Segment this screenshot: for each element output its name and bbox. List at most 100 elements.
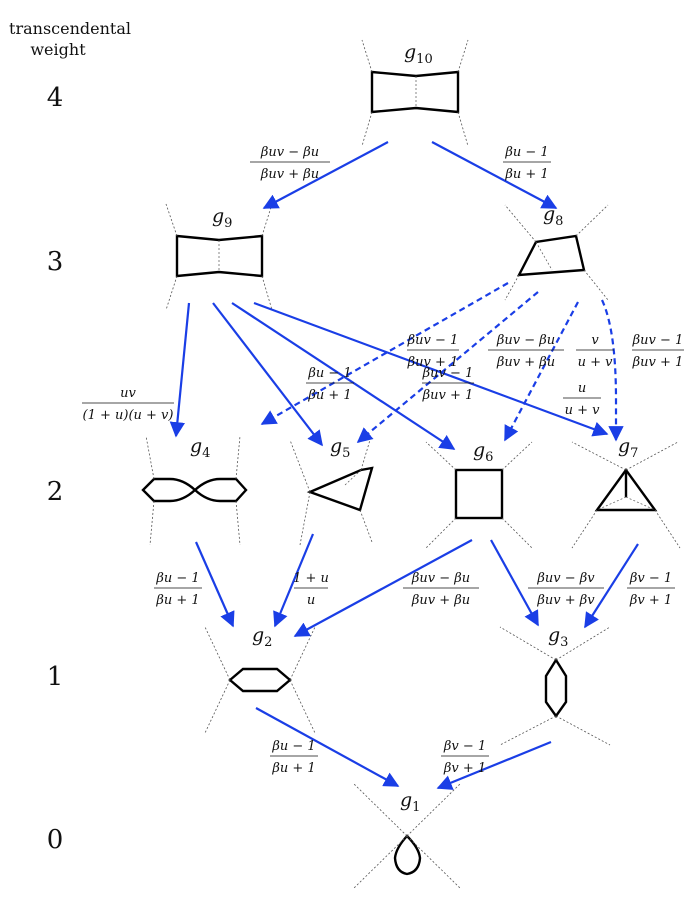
edge-g10-g8 [431,141,558,209]
svg-text:βuv − 1: βuv − 1 [422,366,474,381]
label-g10-g8: βu − 1 βu + 1 [503,145,551,182]
label-g8-g6: v u + v [576,333,614,370]
svg-text:uv: uv [120,386,136,401]
g3-vertical-bubble-diagram [544,657,568,719]
svg-text:βuv + βv: βuv + βv [536,593,595,608]
g4-right-bubble-diagram [193,477,248,503]
node-g3-name: g3 [548,624,568,650]
g6-box-diagram [454,468,504,520]
svg-text:βu − 1: βu − 1 [155,571,199,586]
header-line-1: transcendental [9,19,131,38]
edge-g8-g7 [601,299,624,442]
node-g6-name: g6 [473,439,493,465]
node-g7: g7 [571,435,681,549]
svg-text:βv + 1: βv + 1 [629,593,672,608]
label-g10-g9: βuv − βu βuv + βu [250,145,330,182]
node-g2-name: g2 [252,624,272,650]
g5-triangle-diagram [306,466,374,512]
label-g9-g7: u u + v [563,381,601,418]
weight-3-label: 3 [47,247,64,277]
g8-pentagon-diagram [516,234,586,277]
svg-text:βu − 1: βu − 1 [504,145,548,160]
svg-text:βuv + 1: βuv + 1 [407,355,459,370]
svg-text:βuv − βu: βuv − βu [411,571,470,586]
label-g5-g2: 1 + u u [293,571,329,608]
svg-text:u: u [578,381,586,396]
svg-text:βuv − βv: βuv − βv [536,571,595,586]
node-g9-name: g9 [212,205,232,231]
label-g8-g7: βuv − 1 βuv + 1 [632,333,684,370]
node-g10: g10 [361,39,469,147]
svg-text:βuv + 1: βuv + 1 [422,388,474,403]
node-g2: g2 [204,624,316,734]
node-g5-name: g5 [330,435,350,461]
weight-0-label: 0 [47,825,64,855]
edge-g3-g1 [436,740,552,790]
label-g9-g5: βu − 1 βu + 1 [306,366,354,403]
node-g9: g9 [165,203,273,311]
node-g6: g6 [425,439,533,549]
svg-text:βuv + βu: βuv + βu [496,355,555,370]
edge-g8-g5 [356,291,539,443]
edge-g2-g1 [255,707,400,787]
svg-text:βv + 1: βv + 1 [443,761,486,776]
svg-text:βuv − 1: βuv − 1 [632,333,684,348]
node-g8: g8 [504,203,609,301]
label-g6-g3: βuv − βv βuv + βv [528,571,604,608]
node-g1-name: g1 [400,789,420,815]
svg-text:v: v [591,333,599,348]
edge-g6-g2 [293,539,473,637]
svg-text:βu + 1: βu + 1 [504,167,548,182]
label-g8-g5: βuv − βu βuv + βu [488,333,564,370]
g7-triangle-diagram [594,467,658,512]
label-g9-g6: βuv − 1 βuv + 1 [422,366,474,403]
svg-text:u: u [307,593,315,608]
label-g2-g1: βu − 1 βu + 1 [270,739,318,776]
node-g4: g4 [141,435,248,546]
g4-left-bubble-diagram [141,477,197,503]
svg-text:βuv − βu: βuv − βu [260,145,319,160]
svg-text:βuv − βu: βuv − βu [496,333,555,348]
svg-text:βu − 1: βu − 1 [307,366,351,381]
label-g3-g1: βv − 1 βv + 1 [441,739,489,776]
svg-text:βuv + βu: βuv + βu [411,593,470,608]
edge-g8-g4 [260,282,509,425]
svg-text:(1 + u)(u + v): (1 + u)(u + v) [83,408,174,423]
edge-g9-g5 [212,302,323,447]
node-g3: g3 [499,624,611,746]
header-line-2: weight [30,40,86,59]
edge-g10-g9 [262,141,389,209]
svg-text:βu + 1: βu + 1 [307,388,351,403]
svg-text:1 + u: 1 + u [293,571,329,586]
label-g8-g4: βuv − 1 βuv + 1 [407,333,459,370]
svg-text:u + v: u + v [578,355,614,370]
g9-double-box-diagram [175,234,264,278]
svg-text:u + v: u + v [565,403,601,418]
edge-g9-g4 [169,302,191,438]
node-g4-name: g4 [190,435,210,461]
edge-g5-g2 [273,533,315,628]
edge-g9-g7 [253,301,609,437]
label-g7-g3: βv − 1 βv + 1 [627,571,675,608]
svg-text:βu + 1: βu + 1 [271,761,315,776]
g10-double-box-diagram [370,70,460,114]
node-g1: g1 [352,782,462,890]
svg-text:βu − 1: βu − 1 [271,739,315,754]
label-g9-g4: uv (1 + u)(u + v) [82,386,174,423]
edge-g9-g6 [231,302,456,450]
svg-text:βuv + βu: βuv + βu [260,167,319,182]
label-g4-g2: βu − 1 βu + 1 [154,571,202,608]
edge-g7-g3 [584,543,639,629]
node-g7-name: g7 [618,435,638,461]
svg-text:βv − 1: βv − 1 [629,571,672,586]
svg-text:βuv + 1: βuv + 1 [632,355,684,370]
weight-1-label: 1 [47,662,64,692]
svg-text:βu + 1: βu + 1 [155,593,199,608]
node-g10-name: g10 [404,41,433,67]
node-g5: g5 [289,435,374,546]
svg-text:βuv − 1: βuv − 1 [407,333,459,348]
edge-g4-g2 [194,541,235,628]
edge-g6-g3 [490,539,539,627]
edge-g8-g6 [504,301,579,442]
